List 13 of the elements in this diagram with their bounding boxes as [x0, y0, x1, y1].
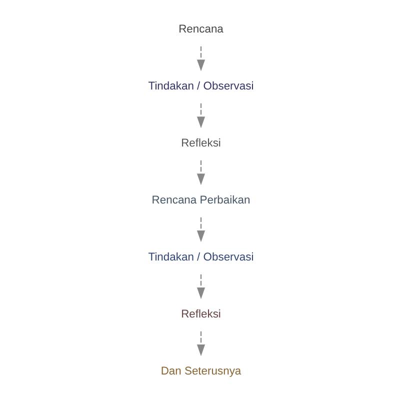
arrow: [196, 331, 205, 356]
arrow: [196, 274, 205, 300]
node-text: Refleksi: [180, 137, 220, 150]
arrow: [196, 217, 205, 242]
arrow: [196, 160, 205, 186]
arrow: [196, 46, 205, 72]
node-text: Tindakan / Observasi: [148, 251, 254, 264]
node-text: Rencana: [178, 23, 223, 36]
node-text: Dan Seterusnya: [160, 365, 241, 378]
arrow: [196, 103, 205, 128]
node-text: Refleksi: [180, 308, 220, 320]
node-text: Tindakan / Observasi: [148, 80, 254, 92]
node-text: Rencana Perbaikan: [151, 194, 250, 206]
